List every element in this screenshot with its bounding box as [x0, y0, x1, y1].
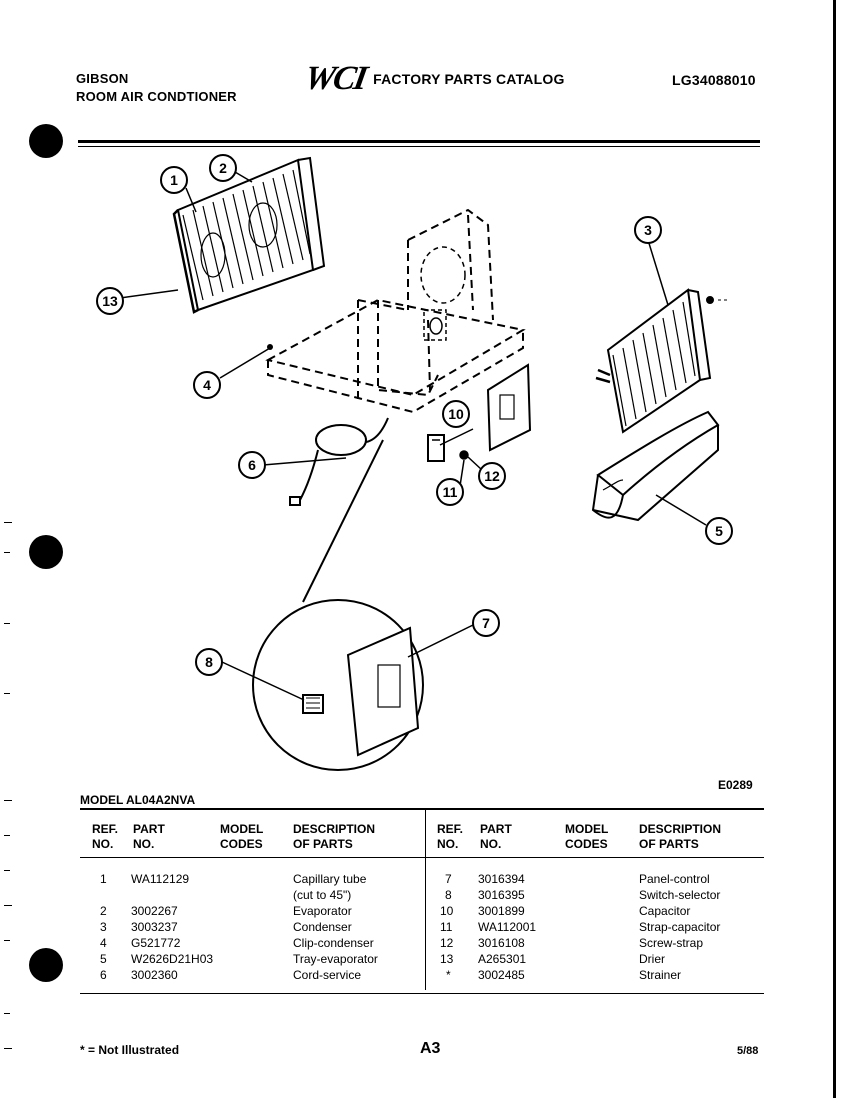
header-rule	[78, 140, 760, 143]
chassis-drawing	[265, 208, 526, 414]
callout-5: 5	[705, 517, 733, 545]
header-ref-no-right: REF. NO.	[437, 822, 464, 851]
margin-tick	[4, 522, 12, 523]
page-edge	[833, 0, 836, 1098]
svg-text:6: 6	[248, 457, 256, 473]
callout-11: 11	[436, 478, 464, 506]
exploded-parts-diagram: 1 2 13 3 4 6 10 11	[96, 154, 733, 771]
evaporator-tray-drawing	[591, 410, 720, 522]
table-column-divider	[425, 810, 426, 990]
svg-text:3: 3	[644, 222, 652, 238]
svg-text:12: 12	[484, 468, 500, 484]
callout-13: 13	[96, 287, 124, 315]
capacitor-drawing	[427, 434, 469, 462]
margin-tick	[4, 940, 10, 941]
svg-text:11: 11	[443, 484, 458, 500]
margin-tick	[4, 800, 12, 801]
binder-hole-bottom	[29, 948, 63, 982]
svg-text:2: 2	[219, 160, 227, 176]
page-number: A3	[420, 1040, 441, 1057]
brand-name: GIBSON	[76, 71, 129, 86]
margin-tick	[4, 552, 10, 553]
catalog-code: LG34088010	[672, 72, 756, 88]
service-cord-drawing	[289, 417, 389, 506]
catalog-title: FACTORY PARTS CATALOG	[373, 71, 565, 87]
svg-text:1: 1	[170, 172, 178, 188]
table-top-rule	[80, 808, 764, 810]
svg-text:4: 4	[203, 377, 211, 393]
figure-code: E0289	[718, 778, 753, 792]
brand-block: GIBSON ROOM AIR CONDTIONER	[76, 70, 237, 106]
catalog-date: 5/88	[737, 1045, 759, 1057]
margin-tick	[4, 870, 10, 871]
callout-7: 7	[472, 609, 500, 637]
fan-motor-drawing	[420, 246, 466, 341]
margin-tick	[4, 623, 10, 624]
svg-text:5: 5	[715, 523, 723, 539]
product-line: ROOM AIR CONDTIONER	[76, 89, 237, 104]
binder-hole-top	[29, 124, 63, 158]
callout-4: 4	[193, 371, 221, 399]
callout-8: 8	[195, 648, 223, 676]
leader-lines	[119, 171, 707, 701]
margin-tick	[4, 1048, 12, 1049]
condenser-drawing	[172, 156, 326, 314]
evaporator-drawing	[595, 288, 728, 434]
margin-tick	[4, 905, 12, 906]
binder-hole-middle	[29, 535, 63, 569]
control-detail-inset	[252, 439, 424, 771]
header-rule-thin	[78, 146, 760, 147]
header-model-codes-right: MODEL CODES	[565, 822, 609, 851]
control-panel-small-drawing	[486, 363, 532, 452]
header-part-no: PART NO.	[133, 822, 165, 851]
header-part-no-right: PART NO.	[480, 822, 512, 851]
header-description: DESCRIPTION OF PARTS	[293, 822, 376, 851]
svg-text:7: 7	[482, 615, 490, 631]
margin-tick	[4, 835, 10, 836]
margin-tick	[4, 693, 10, 694]
not-illustrated-note: * = Not Illustrated	[80, 1043, 180, 1057]
svg-text:10: 10	[448, 406, 464, 422]
header-description-right: DESCRIPTION OF PARTS	[639, 822, 722, 851]
svg-text:8: 8	[205, 654, 213, 670]
callout-1: 1	[160, 166, 188, 194]
callout-3: 2	[209, 154, 237, 182]
header-ref-no: REF. NO.	[92, 822, 119, 851]
catalog-heading: WCI FACTORY PARTS CATALOG	[301, 60, 565, 98]
wci-logo: WCI	[301, 60, 369, 97]
model-number: MODEL AL04A2NVA	[80, 793, 196, 807]
table-header-rule	[80, 857, 764, 858]
svg-text:13: 13	[102, 293, 118, 309]
header-model-codes: MODEL CODES	[220, 822, 264, 851]
callout-10: 10	[442, 400, 470, 428]
table-bottom-rule	[80, 993, 764, 994]
callout-12: 12	[478, 462, 506, 490]
callout-2: 3	[634, 216, 662, 244]
margin-tick	[4, 1013, 10, 1014]
callout-6: 6	[238, 451, 266, 479]
